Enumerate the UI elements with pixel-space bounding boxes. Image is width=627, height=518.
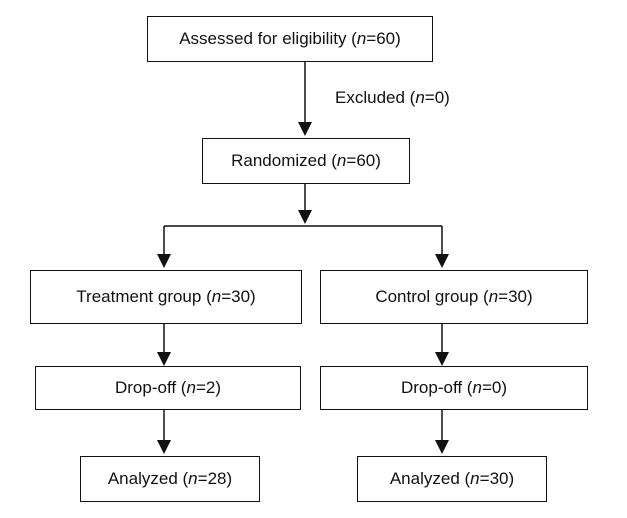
- arrowhead-treatment: [157, 254, 171, 268]
- assessed-box: Assessed for eligibility (n=60): [147, 16, 433, 62]
- arrowhead-treatment-dropoff: [157, 352, 171, 366]
- arrowhead-control-dropoff: [435, 352, 449, 366]
- treatment-dropoff-label: Drop-off (n=2): [114, 378, 221, 397]
- arrowhead-control-analyzed: [435, 440, 449, 454]
- control-group-box: Control group (n=30): [320, 270, 588, 324]
- treatment-dropoff-box: Drop-off (n=2): [35, 366, 301, 410]
- excluded-label: Excluded (n=0): [335, 88, 450, 107]
- arrowhead-split: [298, 210, 312, 224]
- arrowhead-control: [435, 254, 449, 268]
- randomized-box: Randomized (n=60): [202, 138, 410, 184]
- treatment-group-box: Treatment group (n=30): [30, 270, 302, 324]
- control-dropoff-label: Drop-off (n=0): [400, 378, 507, 397]
- randomized-label: Randomized (n=60): [231, 151, 381, 170]
- treatment-analyzed-box: Analyzed (n=28): [80, 456, 260, 502]
- control-analyzed-label: Analyzed (n=30): [389, 469, 515, 488]
- control-dropoff-box: Drop-off (n=0): [320, 366, 588, 410]
- control-group-label: Control group (n=30): [375, 287, 533, 306]
- treatment-group-label: Treatment group (n=30): [76, 287, 256, 306]
- control-analyzed-box: Analyzed (n=30): [357, 456, 547, 502]
- arrowhead-treatment-analyzed: [157, 440, 171, 454]
- assessed-label: Assessed for eligibility (n=60): [179, 29, 401, 48]
- arrowhead-randomized: [298, 122, 312, 136]
- treatment-analyzed-label: Analyzed (n=28): [107, 469, 233, 488]
